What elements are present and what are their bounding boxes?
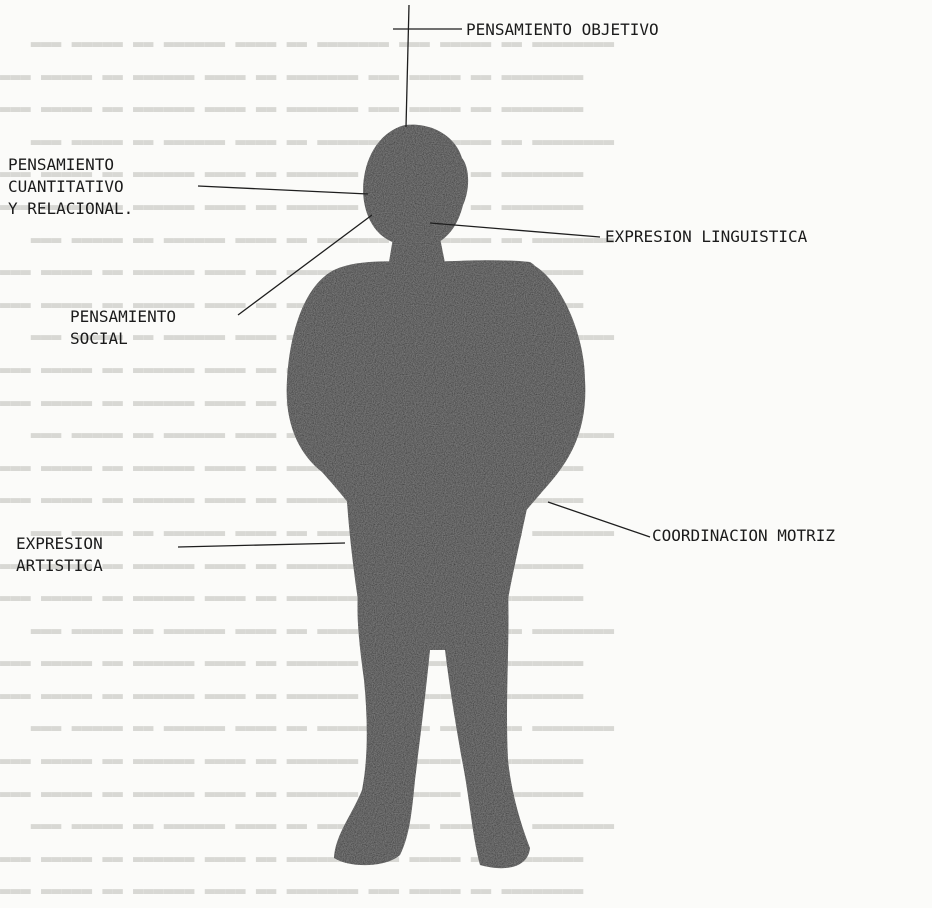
leader-expresion-linguistica <box>430 223 600 237</box>
silhouette-head <box>363 125 468 248</box>
label-line: EXPRESION <box>16 533 103 555</box>
label-expresion-artistica: EXPRESION ARTISTICA <box>16 533 103 577</box>
label-line: CUANTITATIVO <box>8 176 133 198</box>
label-line: SOCIAL <box>70 328 176 350</box>
label-line: PENSAMIENTO <box>8 154 133 176</box>
silhouette-torso <box>334 260 546 600</box>
leader-pensamiento-objetivo-vertical <box>406 5 409 127</box>
label-line: Y RELACIONAL. <box>8 198 133 220</box>
label-expresion-linguistica: EXPRESION LINGUISTICA <box>605 226 807 248</box>
silhouette-legs <box>334 590 530 868</box>
leader-coordinacion-motriz <box>548 502 650 537</box>
label-pensamiento-social: PENSAMIENTO SOCIAL <box>70 306 176 350</box>
human-silhouette <box>287 125 586 869</box>
label-pensamiento-cuantitativo: PENSAMIENTO CUANTITATIVO Y RELACIONAL. <box>8 154 133 220</box>
label-line: PENSAMIENTO <box>70 306 176 328</box>
leader-expresion-artistica <box>178 543 345 547</box>
label-pensamiento-objetivo: PENSAMIENTO OBJETIVO <box>466 19 659 41</box>
label-coordinacion-motriz: COORDINACION MOTRIZ <box>652 525 835 547</box>
leader-pensamiento-cuantitativo <box>198 186 368 194</box>
human-figure-diagram: [data-name^="silhouette-"] { fill: #2a2a… <box>0 0 932 870</box>
label-line: ARTISTICA <box>16 555 103 577</box>
